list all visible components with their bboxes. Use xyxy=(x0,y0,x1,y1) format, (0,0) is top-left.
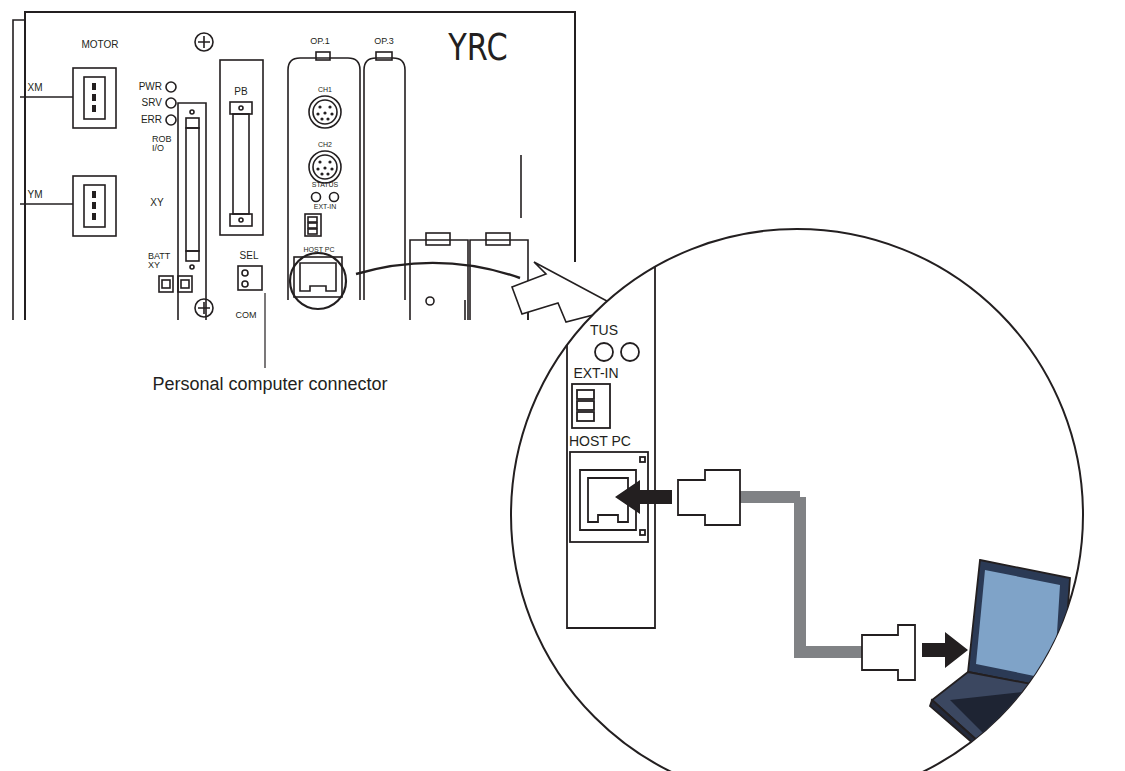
led-name: SRV xyxy=(142,98,162,109)
part-name: PB xyxy=(234,87,247,98)
port-name: EXT-IN xyxy=(573,366,618,381)
zoom-detail xyxy=(567,200,1085,758)
model-name: YRC xyxy=(448,28,507,68)
part-name: MOTOR xyxy=(81,40,118,51)
led-name: PWR xyxy=(139,82,162,93)
port-name: CH1 xyxy=(318,86,332,93)
part-name: SEL xyxy=(240,251,259,262)
part-name: OP.1 xyxy=(310,37,329,46)
port-name: HOST PC xyxy=(569,434,631,449)
port-name: HOST PC xyxy=(304,246,335,253)
port-name: CH2 xyxy=(318,141,332,148)
part-name: BATT XY xyxy=(148,252,172,271)
callout-label: Personal computer connector xyxy=(152,375,387,394)
part-name: XY xyxy=(150,198,163,209)
led-name: STATUS xyxy=(312,181,339,188)
part-name: ROB I/O xyxy=(152,135,174,154)
led-name: TUS xyxy=(590,323,618,338)
part-name: XM xyxy=(28,83,43,94)
part-name: OP.3 xyxy=(374,37,393,46)
port-name: EXT-IN xyxy=(314,203,337,210)
part-name: YM xyxy=(28,190,43,201)
led-name: ERR xyxy=(141,115,162,126)
part-name: COM xyxy=(236,311,257,320)
controller-panel xyxy=(13,12,620,368)
